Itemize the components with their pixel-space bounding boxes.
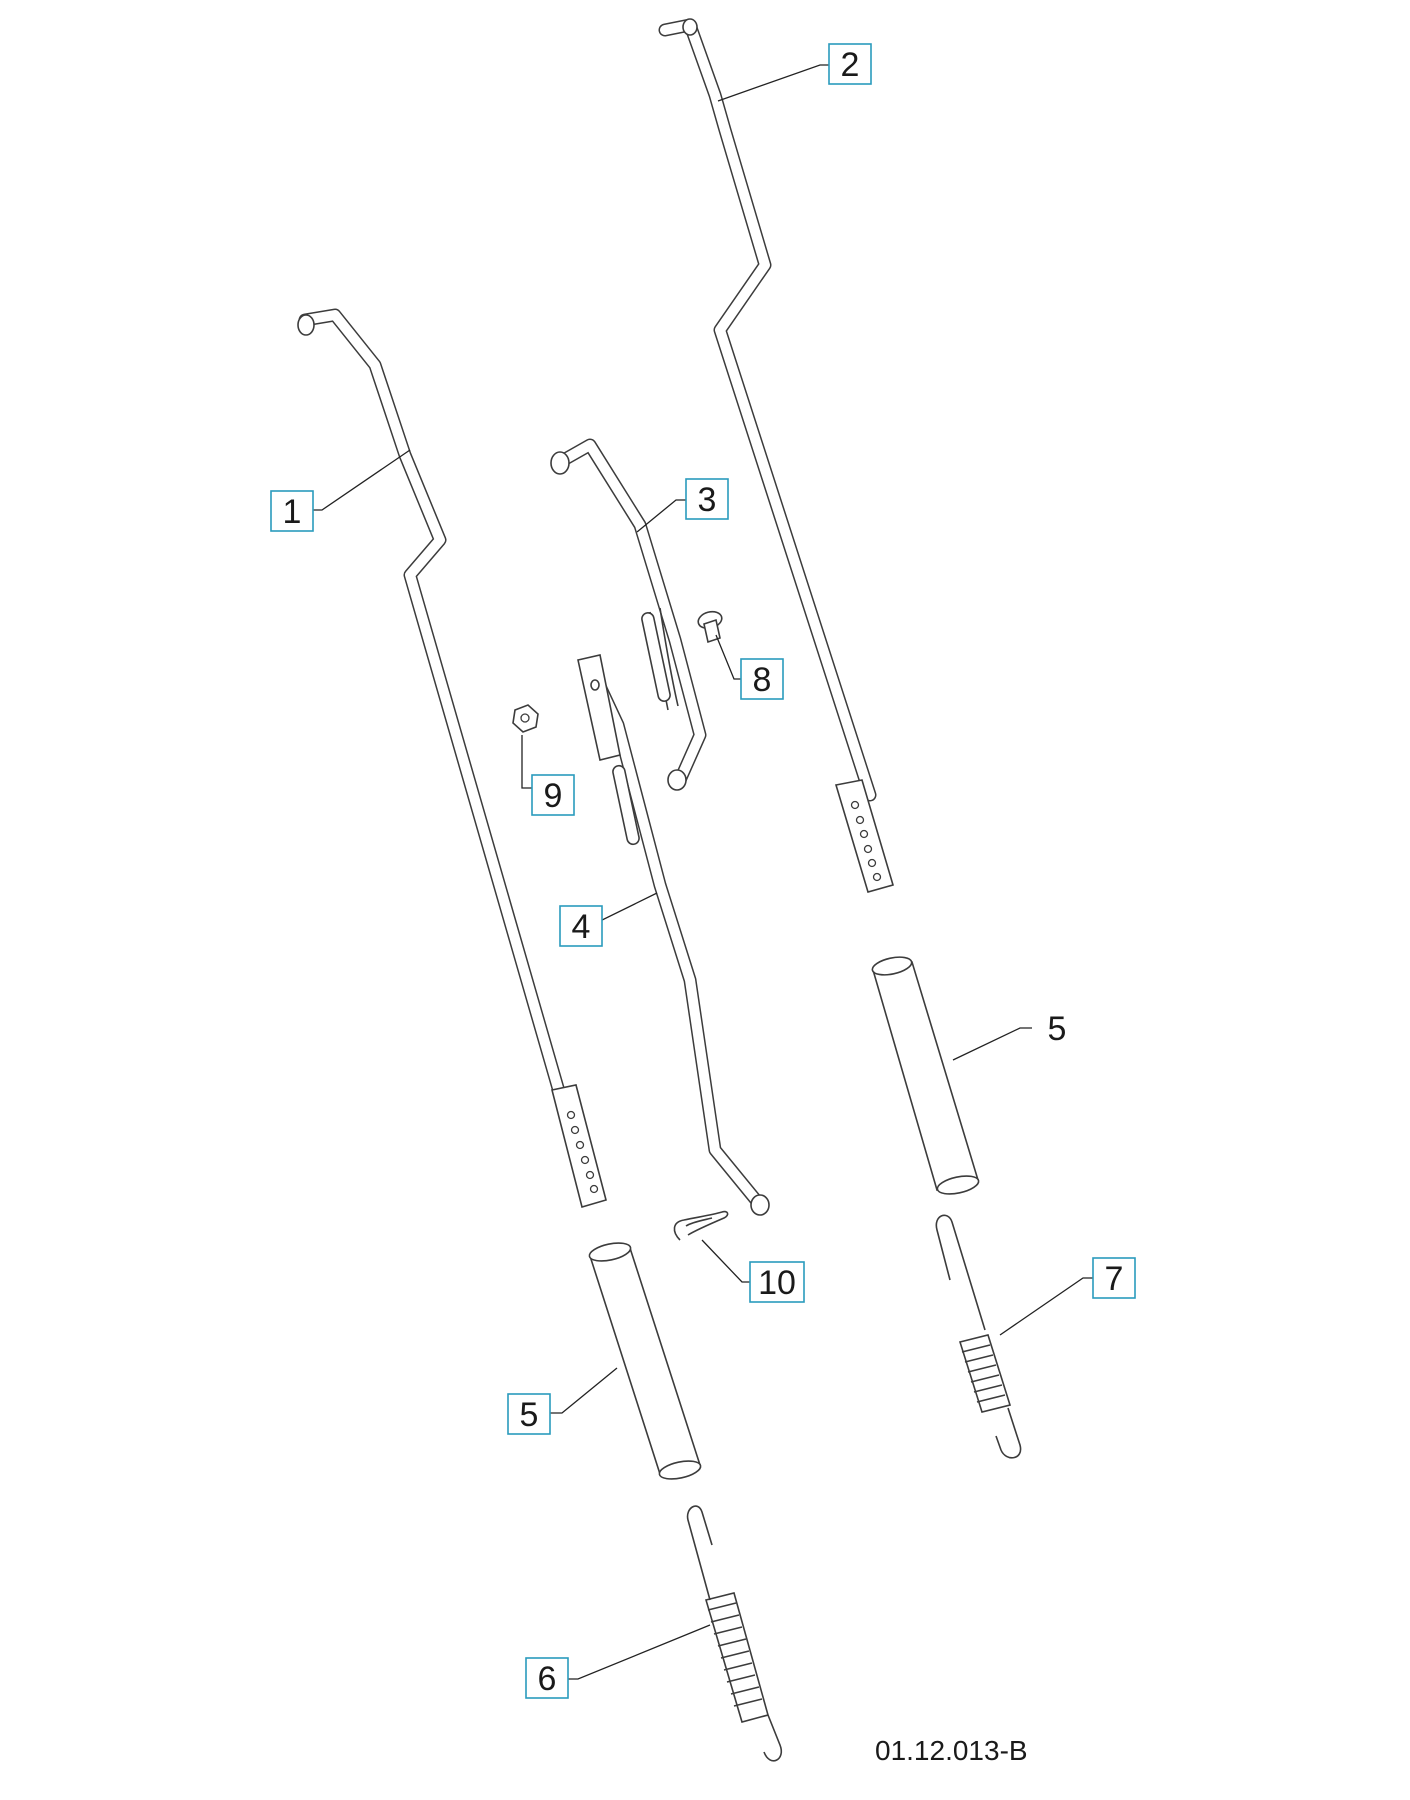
spring-part-6 [686, 1505, 783, 1762]
linkage-part-3 [550, 438, 707, 791]
callout-7: 7 [1092, 1257, 1136, 1299]
callout-9: 9 [531, 774, 575, 816]
callout-1: 1 [270, 490, 314, 532]
callout-label-5-right: 5 [1048, 1010, 1067, 1048]
callout-label-1: 1 [283, 493, 302, 531]
callout-5-left: 5 [507, 1393, 551, 1435]
callout-2: 2 [828, 43, 872, 85]
callout-6: 6 [525, 1657, 569, 1699]
rod-part-2 [658, 18, 894, 893]
callout-8: 8 [740, 658, 784, 700]
callout-label-5-left: 5 [520, 1396, 539, 1434]
pin-part-8 [697, 610, 723, 644]
callout-label-8: 8 [753, 661, 772, 699]
callout-label-7: 7 [1105, 1260, 1124, 1298]
callout-3: 3 [685, 478, 729, 520]
callout-label-10: 10 [758, 1264, 796, 1302]
callout-label-4: 4 [572, 908, 591, 946]
sleeve-part-5-left [588, 1242, 702, 1480]
spring-part-7 [935, 1214, 1022, 1459]
callout-5-right: 5 [1048, 1010, 1067, 1048]
rod-part-1 [297, 308, 607, 1208]
linkage-part-4 [577, 654, 770, 1216]
callout-label-9: 9 [544, 777, 563, 815]
callout-label-6: 6 [538, 1660, 557, 1698]
callout-label-3: 3 [698, 481, 717, 519]
leader-lines [313, 64, 1093, 1680]
drawing-id-label: 01.12.013-B [875, 1735, 1028, 1766]
sleeve-part-5-right [871, 956, 980, 1195]
nut-part-9 [512, 704, 539, 733]
clip-part-10 [673, 1210, 729, 1241]
callout-10: 10 [749, 1261, 805, 1303]
callout-4: 4 [559, 905, 603, 947]
callout-label-2: 2 [841, 46, 860, 84]
